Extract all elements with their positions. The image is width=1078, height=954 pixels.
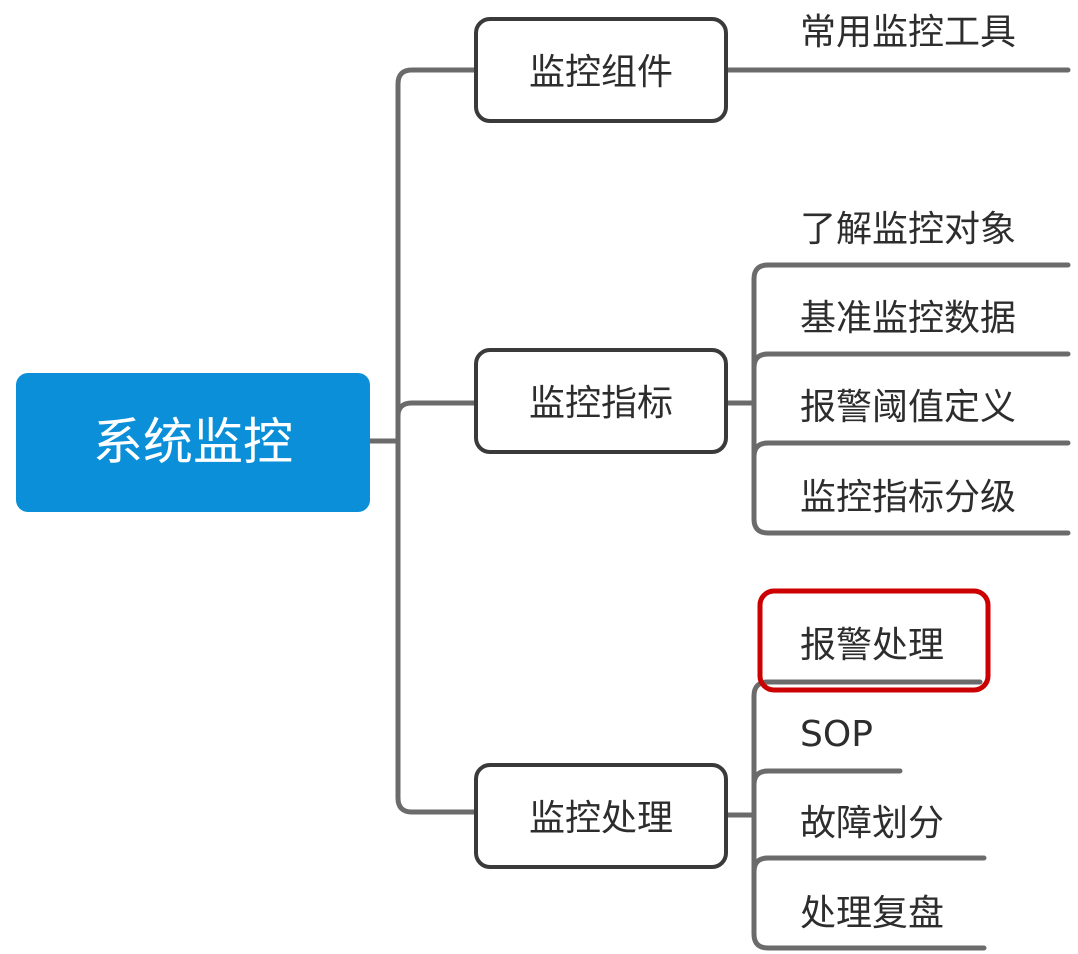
branch-node-handling[interactable]: 监控处理 [474,763,728,869]
connector-handling-child-3 [751,855,987,875]
branch-node-label: 监控处理 [529,798,673,839]
connector-metrics-child-2 [751,351,1071,371]
leaf-node-label[interactable]: 处理复盘 [800,893,944,934]
leaf-node-label[interactable]: 了解监控对象 [800,209,1016,250]
connector-lines [367,67,1071,951]
connector-trunk-middle [395,400,479,419]
leaf-node-label[interactable]: SOP [800,714,873,755]
branch-node-box [474,17,728,123]
leaf-node-label[interactable]: 基准监控数据 [800,298,1016,339]
branch-node-components[interactable]: 监控组件 [474,17,728,123]
connector-metrics-child-3 [751,440,1071,460]
branch-node-label: 监控组件 [529,52,673,93]
root-node-box [16,373,370,512]
branch-node-box [474,348,728,454]
leaf-node-label[interactable]: 监控指标分级 [800,477,1016,518]
root-node[interactable]: 系统监控 [16,373,370,512]
root-node-label: 系统监控 [93,413,293,471]
connector-trunk [395,67,479,815]
branch-node-metrics[interactable]: 监控指标 [474,348,728,454]
leaf-node-label[interactable]: 报警阈值定义 [800,387,1016,428]
branch-node-box [474,763,728,869]
leaf-node-label-highlighted[interactable]: 报警处理 [800,625,944,666]
branch-node-label: 监控指标 [529,383,673,424]
leaf-node-label[interactable]: 常用监控工具 [800,12,1016,53]
connector-handling-child-2 [751,768,903,788]
connector-metrics-bracket [751,262,1071,536]
highlight-box [757,588,991,693]
leaf-node-label[interactable]: 故障划分 [800,803,944,844]
